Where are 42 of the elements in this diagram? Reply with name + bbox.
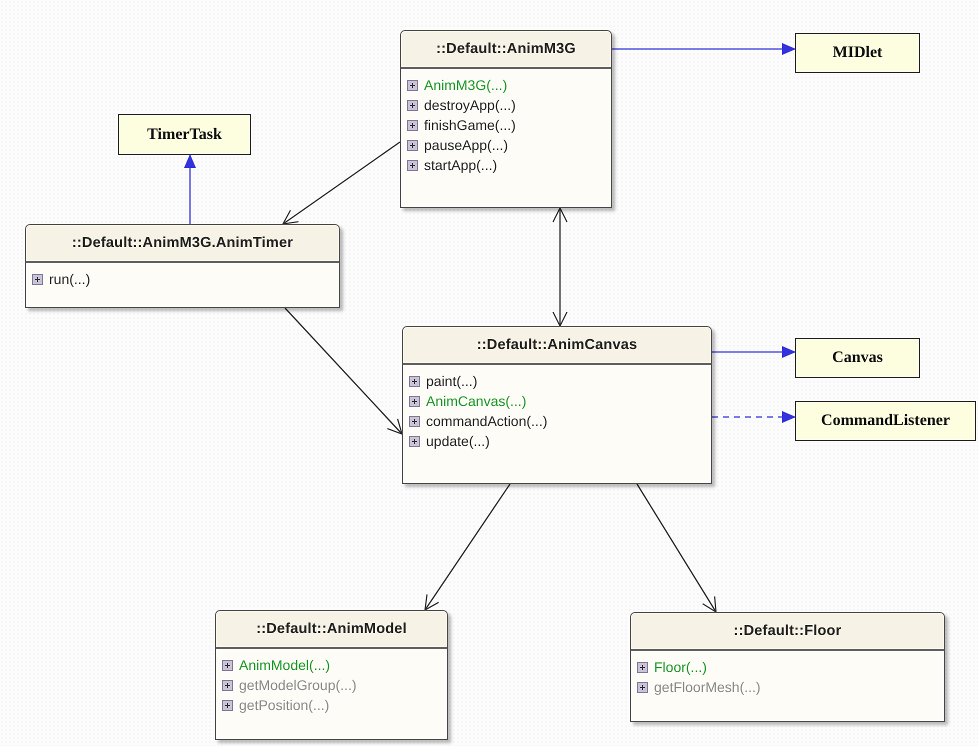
- method-name: update(...): [426, 433, 490, 449]
- class-name: ::Default::AnimModel: [256, 621, 407, 637]
- class-box: [25, 224, 340, 308]
- arrow: [424, 484, 511, 611]
- method-name: AnimCanvas(...): [426, 393, 526, 409]
- class-box: [215, 610, 448, 740]
- class-name: Canvas: [832, 349, 883, 367]
- arrow: [184, 154, 196, 224]
- method-name: paint(...): [426, 373, 478, 389]
- method-name: finishGame(...): [424, 117, 516, 133]
- method-name: getModelGroup(...): [239, 677, 356, 693]
- class-name: MIDlet: [832, 44, 882, 62]
- arrow: [636, 484, 717, 613]
- class-name: ::Default::AnimM3G.AnimTimer: [72, 235, 294, 251]
- dashed-arrow: [712, 411, 796, 423]
- class-box: [402, 326, 712, 484]
- arrow: [282, 141, 400, 225]
- method-name: commandAction(...): [426, 413, 548, 429]
- method-name: AnimModel(...): [239, 657, 330, 673]
- arrow: [552, 207, 568, 327]
- method-name: pauseApp(...): [424, 137, 508, 153]
- class-box: [118, 114, 251, 155]
- class-box: [630, 612, 945, 722]
- class-name: CommandListener: [821, 412, 950, 430]
- arrow: [712, 346, 796, 358]
- arrow: [284, 308, 403, 435]
- class-box: [795, 401, 976, 441]
- class-name: ::Default::Floor: [734, 623, 842, 639]
- method-name: Floor(...): [654, 659, 707, 675]
- method-name: startApp(...): [424, 157, 498, 173]
- method-name: getPosition(...): [239, 697, 330, 713]
- arrow: [612, 43, 796, 55]
- method-name: destroyApp(...): [424, 97, 516, 113]
- method-name: run(...): [49, 271, 90, 287]
- class-name: ::Default::AnimM3G: [436, 41, 576, 57]
- class-box: [795, 338, 920, 378]
- class-box: [795, 33, 920, 73]
- method-name: getFloorMesh(...): [654, 679, 761, 695]
- method-name: AnimM3G(...): [424, 77, 508, 93]
- class-box: [400, 30, 612, 208]
- class-name: ::Default::AnimCanvas: [476, 337, 638, 353]
- class-name: TimerTask: [147, 126, 222, 144]
